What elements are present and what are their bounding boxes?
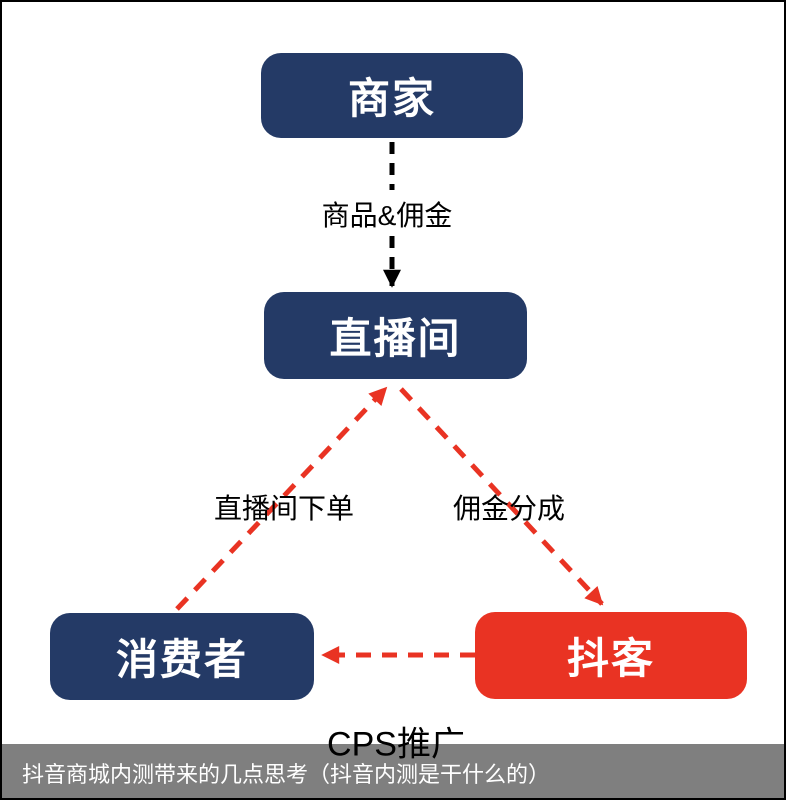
node-liveroom-label: 直播间	[329, 315, 462, 362]
edge-label-liveroom-order: 直播间下单	[213, 493, 355, 524]
footer-caption: 抖音商城内测带来的几点思考（抖音内测是干什么的）	[22, 762, 551, 787]
edge-liveroom-to-douke-arrow	[399, 387, 604, 606]
footer-bar: 抖音商城内测带来的几点思考（抖音内测是干什么的）	[2, 744, 784, 798]
node-liveroom: 直播间	[264, 292, 527, 379]
node-consumer: 消费者	[50, 613, 314, 700]
node-douke: 抖客	[475, 612, 747, 699]
node-merchant: 商家	[261, 53, 523, 138]
node-consumer-label: 消费者	[115, 636, 248, 683]
node-merchant-label: 商家	[347, 75, 436, 122]
node-douke-label: 抖客	[566, 635, 655, 682]
edge-label-commission-split: 佣金分成	[452, 493, 566, 524]
edge-label-goods-commission: 商品&佣金	[321, 200, 453, 231]
